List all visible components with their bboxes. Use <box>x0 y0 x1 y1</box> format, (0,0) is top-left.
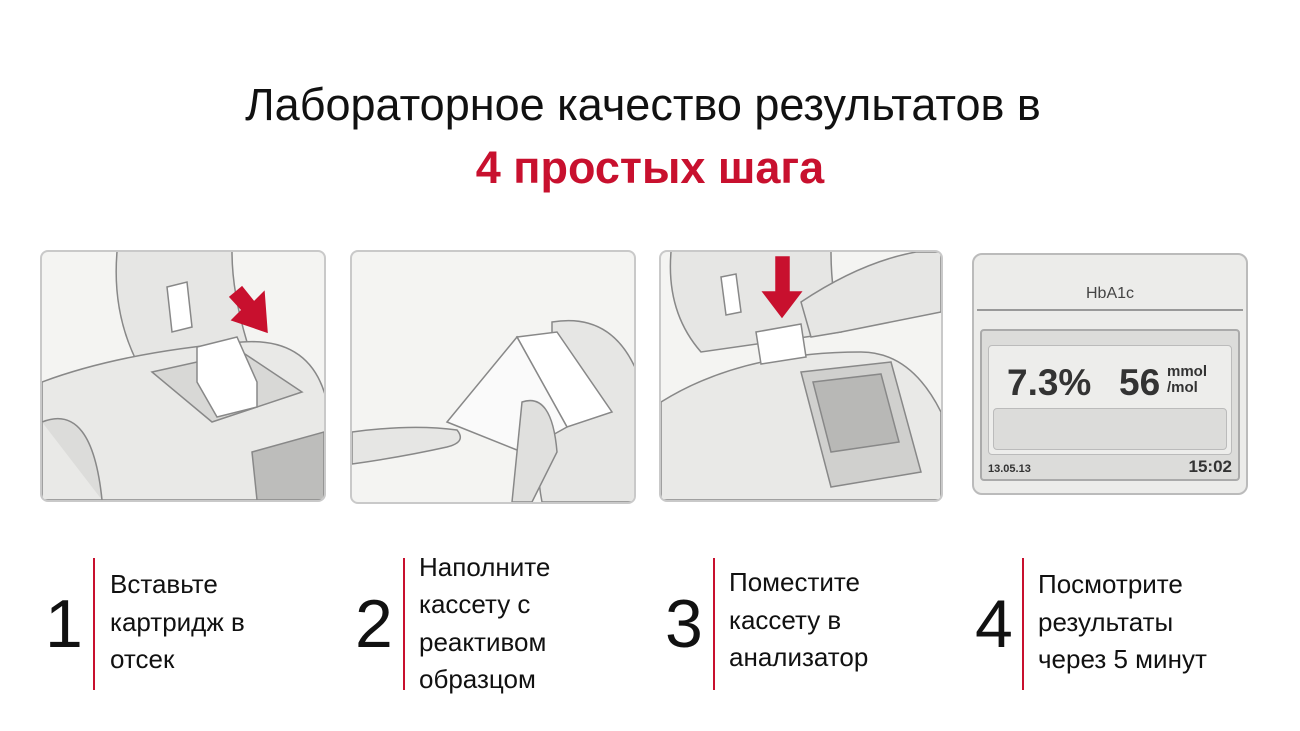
step-text-line: кассету с <box>419 589 531 619</box>
step-text-line: Вставьте <box>110 569 218 599</box>
result-date: 13.05.13 <box>988 463 1031 475</box>
step-text-line: через 5 минут <box>1038 644 1207 674</box>
accent-divider <box>1022 558 1024 690</box>
accent-divider <box>713 558 715 690</box>
step-number: 4 <box>975 586 1013 662</box>
step-3-illustration <box>659 250 943 502</box>
step-text-line: анализатор <box>729 642 869 672</box>
headline-accent: 4 простых шага <box>475 142 825 193</box>
step-text-line: отсек <box>110 644 175 674</box>
accent-divider <box>403 558 405 690</box>
step-2: 2 Наполните кассету с реактивом образцом <box>355 552 635 694</box>
result-mmol: 56 <box>1119 362 1161 403</box>
accent-divider <box>93 558 95 690</box>
step-text-line: Поместите <box>729 567 860 597</box>
step-1-illustration <box>40 250 326 502</box>
step-number: 2 <box>355 586 393 662</box>
step-text-line: Наполните <box>419 552 551 582</box>
step-number: 3 <box>665 586 703 662</box>
divider <box>977 309 1243 311</box>
test-label: HbA1c <box>1085 285 1135 302</box>
step-number: 1 <box>45 586 83 662</box>
analyzer-result-screen: HbA1c 7.3% 56 mmol /mol 13.05.13 15:02 <box>972 253 1248 495</box>
step-3: 3 Поместите кассету в анализатор <box>665 556 945 690</box>
step-text-line: картридж в <box>110 607 245 637</box>
unit-top: mmol <box>1167 363 1208 380</box>
display-frame: 7.3% 56 mmol /mol 13.05.13 15:02 <box>980 329 1240 481</box>
headline: Лабораторное качество результатов в <box>245 79 1041 130</box>
step-text-line: образцом <box>419 664 536 694</box>
step-4: 4 Посмотрите результаты через 5 минут <box>975 556 1275 690</box>
result-percent: 7.3% <box>1007 362 1092 403</box>
result-time: 15:02 <box>1188 457 1232 476</box>
step-text-line: кассету в <box>729 605 842 635</box>
step-1: 1 Вставьте картридж в отсек <box>45 556 325 690</box>
step-2-illustration <box>350 250 636 504</box>
step-text-line: реактивом <box>419 627 547 657</box>
step-text-line: Посмотрите <box>1038 569 1183 599</box>
empty-display-area <box>993 408 1227 450</box>
unit-bottom: /mol <box>1167 379 1198 396</box>
step-text-line: результаты <box>1038 607 1174 637</box>
result-display: 7.3% 56 mmol /mol <box>988 345 1232 455</box>
